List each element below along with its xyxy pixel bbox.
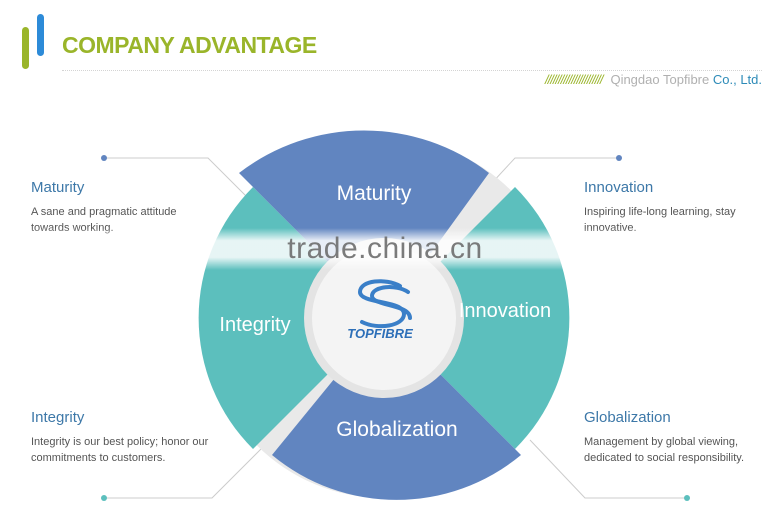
topfibre-logo-icon [357,279,412,329]
connector-dot-globalization [684,495,690,501]
page-title: COMPANY ADVANTAGE [62,32,317,58]
company-name-prefix: Qingdao Topfibre [610,72,710,87]
segment-label-globalization: Globalization [336,418,457,441]
block-integrity: Integrity Integrity is our best policy; … [31,409,211,466]
segment-label-maturity: Maturity [337,182,412,205]
block-text-globalization: Management by global viewing, dedicated … [584,436,744,464]
decorative-stripes: ////////////////////// [544,72,603,87]
company-name-suffix: Co., Ltd. [712,72,762,87]
watermark-band [0,228,770,270]
block-title-innovation: Innovation [584,179,654,196]
segment-globalization [272,318,521,500]
block-globalization: Globalization Management by global viewi… [584,409,764,466]
segment-maturity [239,130,489,318]
header-logo-bars-icon [22,14,44,69]
block-title-maturity: Maturity [31,179,85,196]
connector-dot-integrity [101,495,107,501]
connector-dot-maturity [101,155,107,161]
segment-label-integrity: Integrity [219,314,290,336]
center-label: TOPFIBRE [347,326,413,341]
block-title-integrity: Integrity [31,409,85,426]
connector-maturity [104,157,249,199]
block-title-globalization: Globalization [584,409,671,426]
center-disc [312,246,456,390]
connector-globalization [529,439,687,499]
connector-dot-innovation [616,155,622,161]
company-name: ////////////////////// Qingdao Topfibre C… [545,72,762,87]
watermark: trade.china.cn [287,232,483,265]
block-innovation: Innovation Inspiring life-long learning,… [584,179,764,236]
connector-integrity [104,447,263,499]
segment-label-innovation: Innovation [459,300,551,322]
title-divider [62,70,762,71]
block-text-integrity: Integrity is our best policy; honor our … [31,436,209,464]
